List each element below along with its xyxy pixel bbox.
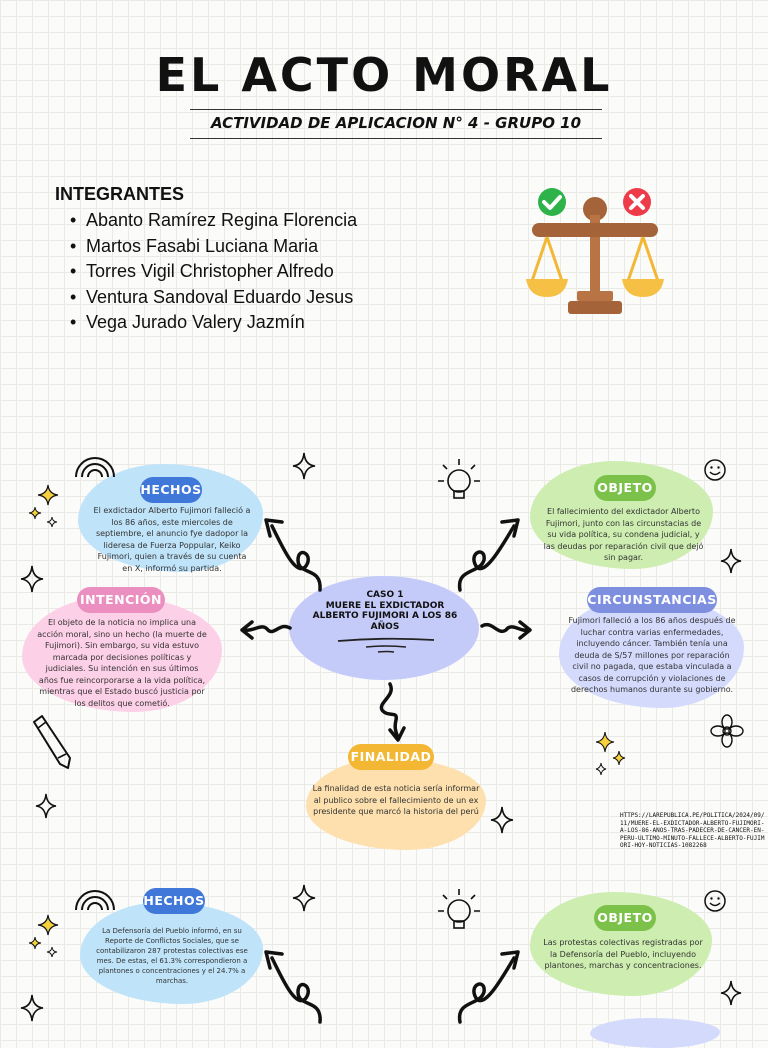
flower-icon <box>710 714 744 748</box>
sparkle-icon <box>46 516 58 528</box>
sparkle-icon <box>720 548 742 574</box>
curved-arrow-icon <box>480 620 532 640</box>
case2-hechos-label: HECHOS <box>143 888 205 914</box>
curved-arrow-icon <box>264 950 322 1024</box>
members-heading: INTEGRANTES <box>55 184 185 204</box>
sparkle-icon <box>20 994 44 1022</box>
member-item: Abanto Ramírez Regina Florencia <box>70 208 357 234</box>
lightbulb-icon <box>438 459 480 499</box>
objeto-label: OBJETO <box>594 475 656 501</box>
hechos-label: HECHOS <box>140 477 202 503</box>
sparkle-icon <box>720 980 742 1006</box>
curved-arrow-icon <box>457 950 520 1024</box>
sparkle-icon <box>595 731 615 753</box>
rainbow-icon <box>75 890 115 911</box>
objeto-text: El fallecimiento del exdictador Alberto … <box>543 507 704 562</box>
member-item: Vega Jurado Valery Jazmín <box>70 310 357 336</box>
sparkle-icon <box>490 806 514 834</box>
case2-hechos-cloud <box>80 902 263 1004</box>
sparkle-icon <box>612 750 626 766</box>
case2-objeto-label: OBJETO <box>594 905 656 931</box>
finalidad-text: La finalidad de esta noticia sería infor… <box>312 784 480 816</box>
finalidad-label: FINALIDAD <box>348 744 434 770</box>
smiley-icon <box>704 459 726 481</box>
page-subtitle: ACTIVIDAD DE APLICACION N° 4 - GRUPO 10 <box>210 114 582 132</box>
title-divider-bottom <box>190 138 602 139</box>
curved-arrow-icon <box>240 620 292 640</box>
sparkle-icon <box>37 484 59 506</box>
members-list: Abanto Ramírez Regina Florencia Martos F… <box>70 208 357 336</box>
finalidad-cloud <box>306 758 486 850</box>
member-item: Torres Vigil Christopher Alfredo <box>70 259 357 285</box>
balance-scale-icon <box>526 188 664 314</box>
source-link[interactable]: HTTPS://LAREPUBLICA.PE/POLITICA/2024/09/… <box>620 812 765 850</box>
title-divider-top <box>190 109 602 110</box>
pencil-icon <box>33 715 71 769</box>
hechos-text: El exdictador Alberto Fujimori falleció … <box>93 506 251 573</box>
sparkle-icon <box>28 506 42 520</box>
sparkle-icon <box>292 452 316 480</box>
rainbow-icon <box>75 457 115 478</box>
check-icon <box>538 188 566 216</box>
member-item: Ventura Sandoval Eduardo Jesus <box>70 285 357 311</box>
circunstancias-text: Fujimori falleció a los 86 años después … <box>568 616 736 694</box>
case1-center-oval <box>289 576 479 680</box>
intencion-text: El objeto de la noticia no implica una a… <box>37 618 207 708</box>
sparkle-icon <box>35 793 57 819</box>
circunstancias-label: CIRCUNSTANCIAS <box>587 587 717 613</box>
cross-icon <box>623 188 651 216</box>
sparkle-icon <box>37 914 59 936</box>
member-item: Martos Fasabi Luciana Maria <box>70 234 357 260</box>
center-underline <box>337 637 435 653</box>
case2-next-cloud <box>590 1018 720 1048</box>
curved-arrow-icon <box>379 682 406 742</box>
curved-arrow-icon <box>264 518 322 592</box>
intencion-cloud <box>22 596 222 712</box>
page-title: EL ACTO MORAL <box>155 48 613 102</box>
smiley-icon <box>704 890 726 912</box>
case1-title: CASO 1 MUERE EL EXDICTADOR ALBERTO FUJIM… <box>312 590 458 632</box>
circunstancias-cloud <box>559 596 744 708</box>
intencion-label: INTENCIÓN <box>77 587 165 613</box>
sparkle-icon <box>46 946 58 958</box>
case2-hechos-text: La Defensoría del Pueblo informó, en su … <box>96 927 248 985</box>
sparkle-icon <box>28 936 42 950</box>
sparkle-icon <box>20 565 44 593</box>
sparkle-icon <box>292 884 316 912</box>
curved-arrow-icon <box>457 518 520 592</box>
lightbulb-icon <box>438 889 480 929</box>
sparkle-icon <box>595 762 607 776</box>
case2-objeto-text: Las protestas colectivas registradas por… <box>543 938 703 970</box>
